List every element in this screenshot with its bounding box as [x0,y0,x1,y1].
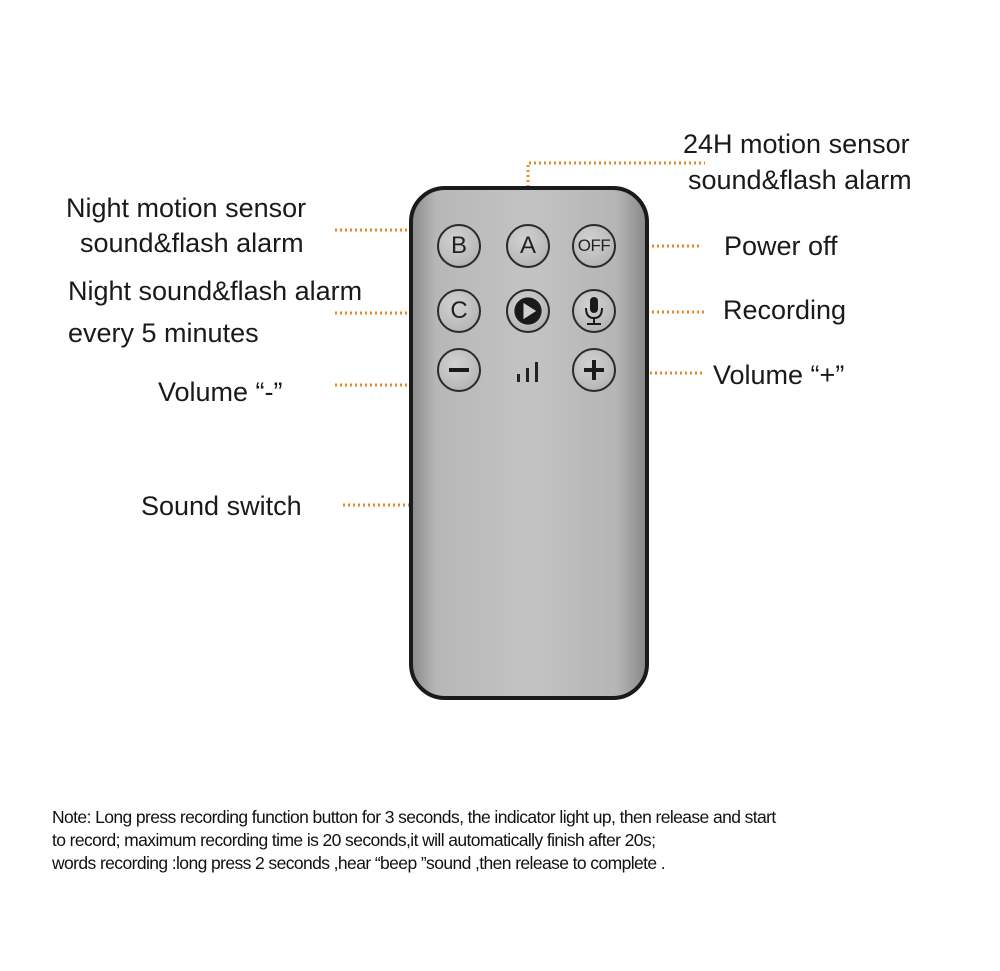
label-night-sound-line2: every 5 minutes [68,318,259,348]
note-line-1: Note: Long press recording function butt… [52,807,776,827]
minus-icon [449,368,469,372]
note-line-3: words recording :long press 2 seconds ,h… [52,853,666,873]
label-recording: Recording [723,295,847,325]
leader-line-sound-switch [343,340,528,507]
button-volume-minus[interactable] [437,348,481,392]
label-volume-plus: Volume “+” [713,360,845,390]
button-c-label: C [450,297,468,324]
button-play[interactable] [506,289,550,333]
label-sound-switch: Sound switch [141,491,302,521]
button-b-label: B [450,232,467,259]
sound-switch-signal-bars-icon[interactable] [515,360,545,384]
button-volume-plus[interactable] [572,348,616,392]
button-off-label: OFF [577,236,611,255]
label-24h-motion-line2: sound&flash alarm [688,165,912,195]
button-a[interactable]: A [506,224,550,268]
play-icon [514,297,542,325]
leader-line-a [526,161,705,232]
plus-icon [584,360,604,380]
note-line-2: to record; maximum recording time is 20 … [52,830,656,850]
button-power-off[interactable]: OFF [572,224,616,268]
label-volume-minus: Volume “-” [158,377,283,407]
button-a-label: A [519,232,536,259]
microphone-icon [585,297,603,325]
label-night-sound-line1: Night sound&flash alarm [68,276,363,306]
label-night-motion-line1: Night motion sensor [66,193,307,223]
remote-control-body [409,186,649,700]
button-b[interactable]: B [437,224,481,268]
label-power-off: Power off [724,231,838,261]
button-recording[interactable] [572,289,616,333]
label-24h-motion-line1: 24H motion sensor [683,129,910,159]
button-c[interactable]: C [437,289,481,333]
usage-note: Note: Long press recording function butt… [52,806,942,875]
label-night-motion-line2: sound&flash alarm [80,228,304,258]
